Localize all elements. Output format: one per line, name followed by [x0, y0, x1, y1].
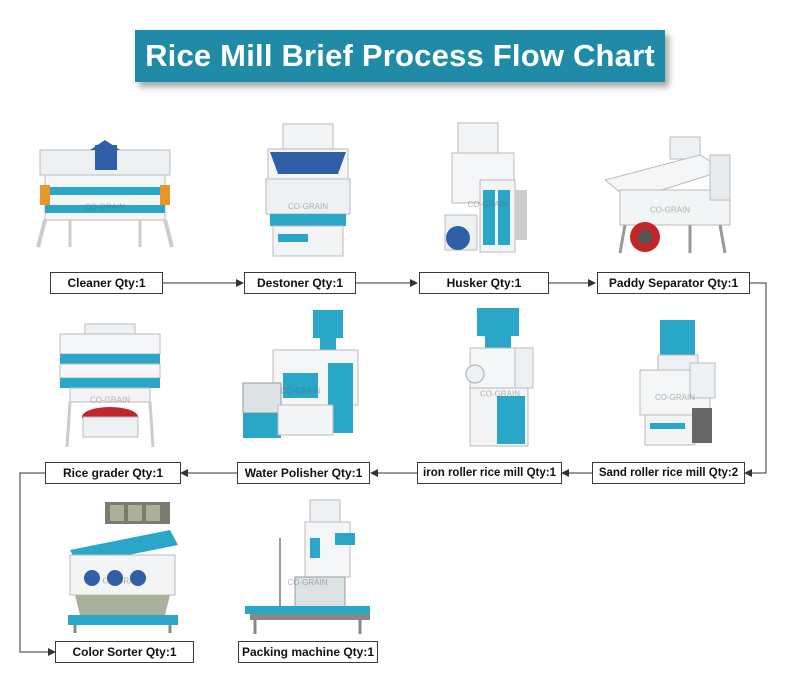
watermark-text: CO-GRAIN — [480, 390, 520, 399]
step-label-cleaner: Cleaner Qty:1 — [50, 272, 163, 294]
sand-roller-mill-machine-image: CO-GRAIN — [639, 320, 716, 446]
color-sorter-machine-image: CO-GRAIN — [68, 502, 178, 633]
destoner-machine-image: CO-GRAIN — [265, 123, 351, 257]
step-label-packing-machine: Packing machine Qty:1 — [238, 641, 378, 663]
page-title: Rice Mill Brief Process Flow Chart — [145, 38, 655, 73]
watermark-text: CO-GRAIN — [655, 393, 695, 402]
watermark-text: CO-GRAIN — [468, 200, 508, 209]
cleaner-machine-image: CO-GRAIN — [36, 140, 174, 248]
step-label-sand-roller: Sand roller rice mill Qty:2 — [592, 462, 745, 484]
watermark-text: CO-GRAIN — [288, 202, 328, 211]
step-label-color-sorter: Color Sorter Qty:1 — [55, 641, 194, 663]
step-label-husker: Husker Qty:1 — [419, 272, 549, 294]
water-polisher-machine-image: CO-GRAIN — [242, 310, 359, 438]
watermark-text: CO-GRAIN — [281, 387, 321, 396]
title-banner: Rice Mill Brief Process Flow Chart — [135, 30, 665, 82]
watermark-text: CO-GRAIN — [90, 396, 130, 405]
packing-machine-image: CO-GRAIN — [245, 499, 370, 634]
paddy-separator-machine-image: CO-GRAIN — [603, 136, 731, 254]
step-label-destoner: Destoner Qty:1 — [244, 272, 356, 294]
watermark-text: CO-GRAIN — [85, 202, 125, 211]
watermark-text: CO-GRAIN — [288, 578, 328, 587]
step-label-paddy-separator: Paddy Separator Qty:1 — [597, 272, 750, 294]
husker-machine-image: CO-GRAIN — [444, 122, 527, 253]
step-label-rice-grader: Rice grader Qty:1 — [45, 462, 181, 484]
step-label-water-polisher: Water Polisher Qty:1 — [237, 462, 370, 484]
rice-grader-machine-image: CO-GRAIN — [59, 323, 161, 448]
arrow-grader-colorsorter — [19, 472, 56, 656]
iron-roller-mill-machine-image: CO-GRAIN — [465, 308, 534, 447]
arrow-separator-sandroller — [744, 282, 767, 477]
watermark-text: CO-GRAIN — [103, 577, 143, 586]
step-label-iron-roller: iron roller rice mill Qty:1 — [417, 462, 562, 484]
watermark-text: CO-GRAIN — [650, 206, 690, 215]
